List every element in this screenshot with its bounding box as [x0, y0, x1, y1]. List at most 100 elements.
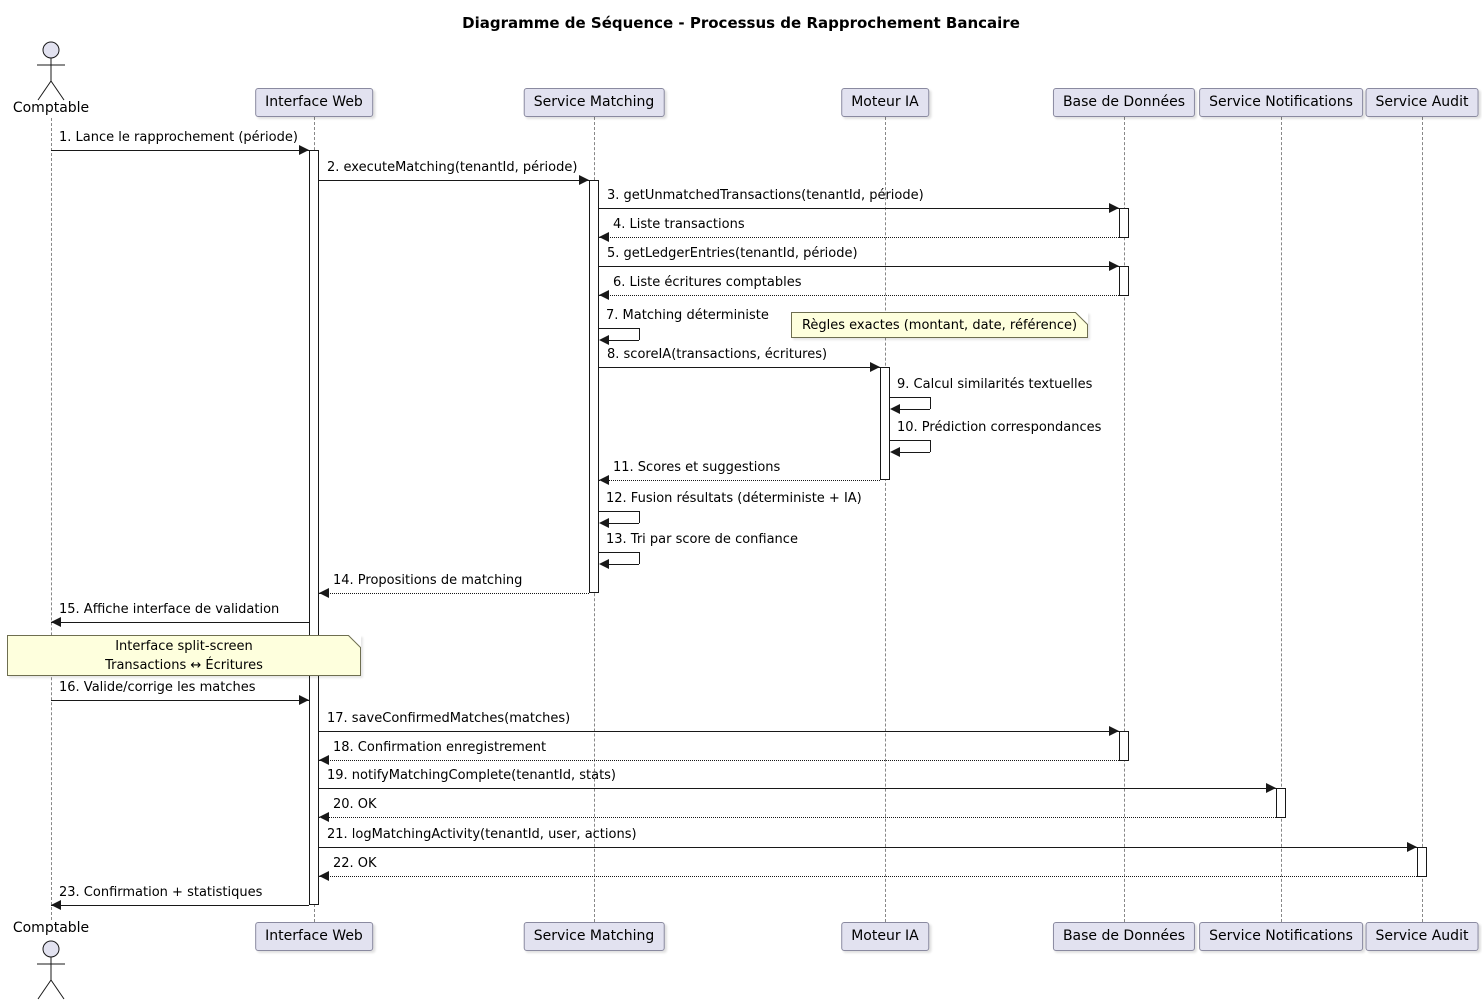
participant-box-service-audit-top: Service Audit [1365, 88, 1479, 117]
message-9-line-bottom [899, 409, 930, 410]
participant-label: Interface Web [265, 928, 363, 944]
participant-box-service-matching-top: Service Matching [523, 88, 665, 117]
message-15-label: 15. Affiche interface de validation [59, 602, 280, 617]
note-text-line: Règles exactes (montant, date, référence… [801, 317, 1078, 333]
note-fold-icon [347, 634, 362, 649]
message-7-line-top [599, 328, 639, 329]
message-20-arrowhead [319, 812, 329, 822]
participant-box-service-notifications-top: Service Notifications [1199, 88, 1363, 117]
message-10-line-right [930, 440, 931, 452]
participant-label: Moteur IA [851, 928, 919, 944]
participant-box-service-audit-bottom: Service Audit [1365, 922, 1479, 951]
message-6-label: 6. Liste écritures comptables [613, 275, 802, 290]
message-14-arrowhead [319, 588, 329, 598]
message-19-arrowhead [1266, 783, 1276, 793]
participant-label: Service Notifications [1209, 928, 1353, 944]
note-fold-icon [1074, 311, 1089, 326]
message-1-label: 1. Lance le rapprochement (période) [59, 130, 298, 145]
message-9-line-top [890, 397, 930, 398]
participant-box-base-de-donnees-bottom: Base de Données [1052, 922, 1196, 951]
activation-bar-service-notifications [1276, 788, 1286, 818]
lifeline-base-de-donnees [1124, 117, 1125, 922]
message-1-arrowhead [299, 145, 309, 155]
participant-label: Interface Web [265, 94, 363, 110]
participant-box-service-matching-bottom: Service Matching [523, 922, 665, 951]
participant-label: Moteur IA [851, 94, 919, 110]
message-11-arrowhead [599, 475, 609, 485]
message-3-label: 3. getUnmatchedTransactions(tenantId, pé… [607, 188, 924, 203]
message-7-arrowhead [599, 335, 609, 345]
note-regles-exactes: Règles exactes (montant, date, référence… [791, 311, 1089, 338]
participant-label: Service Matching [533, 94, 655, 110]
participant-label: Service Matching [533, 928, 655, 944]
activation-bar-service-matching [589, 180, 599, 593]
message-5-arrowhead [1109, 261, 1119, 271]
message-20-label: 20. OK [333, 797, 377, 812]
message-21-label: 21. logMatchingActivity(tenantId, user, … [327, 827, 637, 842]
message-20-line [319, 817, 1276, 818]
message-22-arrowhead [319, 871, 329, 881]
note-text-line: Transactions ↔ Écritures [105, 657, 263, 673]
message-12-arrowhead [599, 518, 609, 528]
message-2-label: 2. executeMatching(tenantId, période) [327, 160, 578, 175]
participant-box-moteur-ia-bottom: Moteur IA [841, 922, 929, 951]
participant-box-service-notifications-bottom: Service Notifications [1199, 922, 1363, 951]
participant-label: Service Audit [1375, 928, 1469, 944]
message-23-line [51, 905, 309, 906]
message-16-label: 16. Valide/corrige les matches [59, 680, 256, 695]
message-5-label: 5. getLedgerEntries(tenantId, période) [607, 246, 858, 261]
message-3-arrowhead [1109, 203, 1119, 213]
participant-box-interface-web-bottom: Interface Web [255, 922, 373, 951]
message-13-label: 13. Tri par score de confiance [606, 532, 798, 547]
message-10-line-bottom [899, 452, 930, 453]
participant-label: Service Audit [1375, 94, 1469, 110]
message-7-line-right [639, 328, 640, 340]
message-16-line [51, 700, 309, 701]
actor-figure-icon-top [29, 41, 73, 107]
message-23-arrowhead [51, 900, 61, 910]
message-14-label: 14. Propositions de matching [333, 573, 523, 588]
activation-bar-base-de-donnees [1119, 266, 1129, 296]
message-19-label: 19. notifyMatchingComplete(tenantId, sta… [327, 768, 617, 783]
message-2-arrowhead [579, 175, 589, 185]
message-16-arrowhead [299, 695, 309, 705]
message-12-label: 12. Fusion résultats (déterministe + IA) [606, 491, 862, 506]
participant-label: Base de Données [1062, 94, 1186, 110]
message-13-line-top [599, 552, 639, 553]
message-10-label: 10. Prédiction correspondances [897, 420, 1102, 435]
message-4-line [599, 237, 1119, 238]
participant-label: Base de Données [1062, 928, 1186, 944]
activation-bar-service-audit [1417, 847, 1427, 877]
participant-box-base-de-donnees-top: Base de Données [1052, 88, 1196, 117]
actor-label-comptable-bottom: Comptable [12, 920, 90, 936]
message-21-arrowhead [1407, 842, 1417, 852]
message-15-arrowhead [51, 617, 61, 627]
message-4-arrowhead [599, 232, 609, 242]
message-18-label: 18. Confirmation enregistrement [333, 740, 547, 755]
lifeline-comptable [51, 118, 52, 920]
lifeline-moteur-ia [885, 117, 886, 922]
message-12-line-right [639, 511, 640, 523]
diagram-title: Diagramme de Séquence - Processus de Rap… [462, 14, 1020, 32]
message-10-line-top [890, 440, 930, 441]
message-19-line [319, 788, 1276, 789]
message-8-line [599, 367, 880, 368]
message-7-line-bottom [608, 340, 639, 341]
message-2-line [319, 180, 589, 181]
participant-box-interface-web-top: Interface Web [255, 88, 373, 117]
message-18-line [319, 760, 1119, 761]
message-13-arrowhead [599, 559, 609, 569]
activation-bar-base-de-donnees [1119, 208, 1129, 238]
activation-bar-base-de-donnees [1119, 731, 1129, 761]
message-17-line [319, 731, 1119, 732]
activation-bar-moteur-ia [880, 367, 890, 480]
activation-bar-interface-web [309, 150, 319, 905]
note-text-line: Interface split-screen [115, 638, 253, 654]
message-12-line-top [599, 511, 639, 512]
actor-label-comptable-top: Comptable [12, 100, 90, 116]
message-22-label: 22. OK [333, 856, 377, 871]
participant-label: Service Notifications [1209, 94, 1353, 110]
message-4-label: 4. Liste transactions [613, 217, 745, 232]
